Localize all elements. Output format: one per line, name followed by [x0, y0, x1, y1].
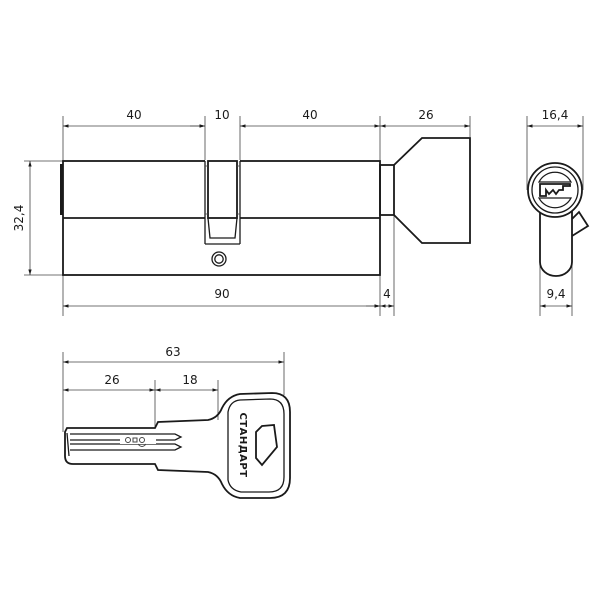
dim-height: 32,4 [12, 205, 26, 232]
dim-thumbturn: 26 [418, 108, 433, 122]
cylinder-side-view: 40 10 40 26 32,4 90 4 [12, 108, 471, 316]
key-view: СТАНДАРТ 63 26 18 [62, 345, 291, 499]
dim-key-shoulder: 18 [182, 373, 197, 387]
key-brand-text: СТАНДАРТ [237, 412, 248, 477]
dim-left-half: 40 [126, 108, 141, 122]
dim-key-length: 63 [165, 345, 180, 359]
dim-key-blade: 26 [104, 373, 119, 387]
dim-width-bottom: 9,4 [546, 287, 565, 301]
dim-width-top: 16,4 [542, 108, 569, 122]
dim-right-half: 40 [302, 108, 317, 122]
dim-total-length: 90 [214, 287, 229, 301]
dim-cam: 10 [214, 108, 229, 122]
dim-neck: 4 [383, 287, 391, 301]
cylinder-end-view: 16,4 9,4 [526, 108, 590, 316]
